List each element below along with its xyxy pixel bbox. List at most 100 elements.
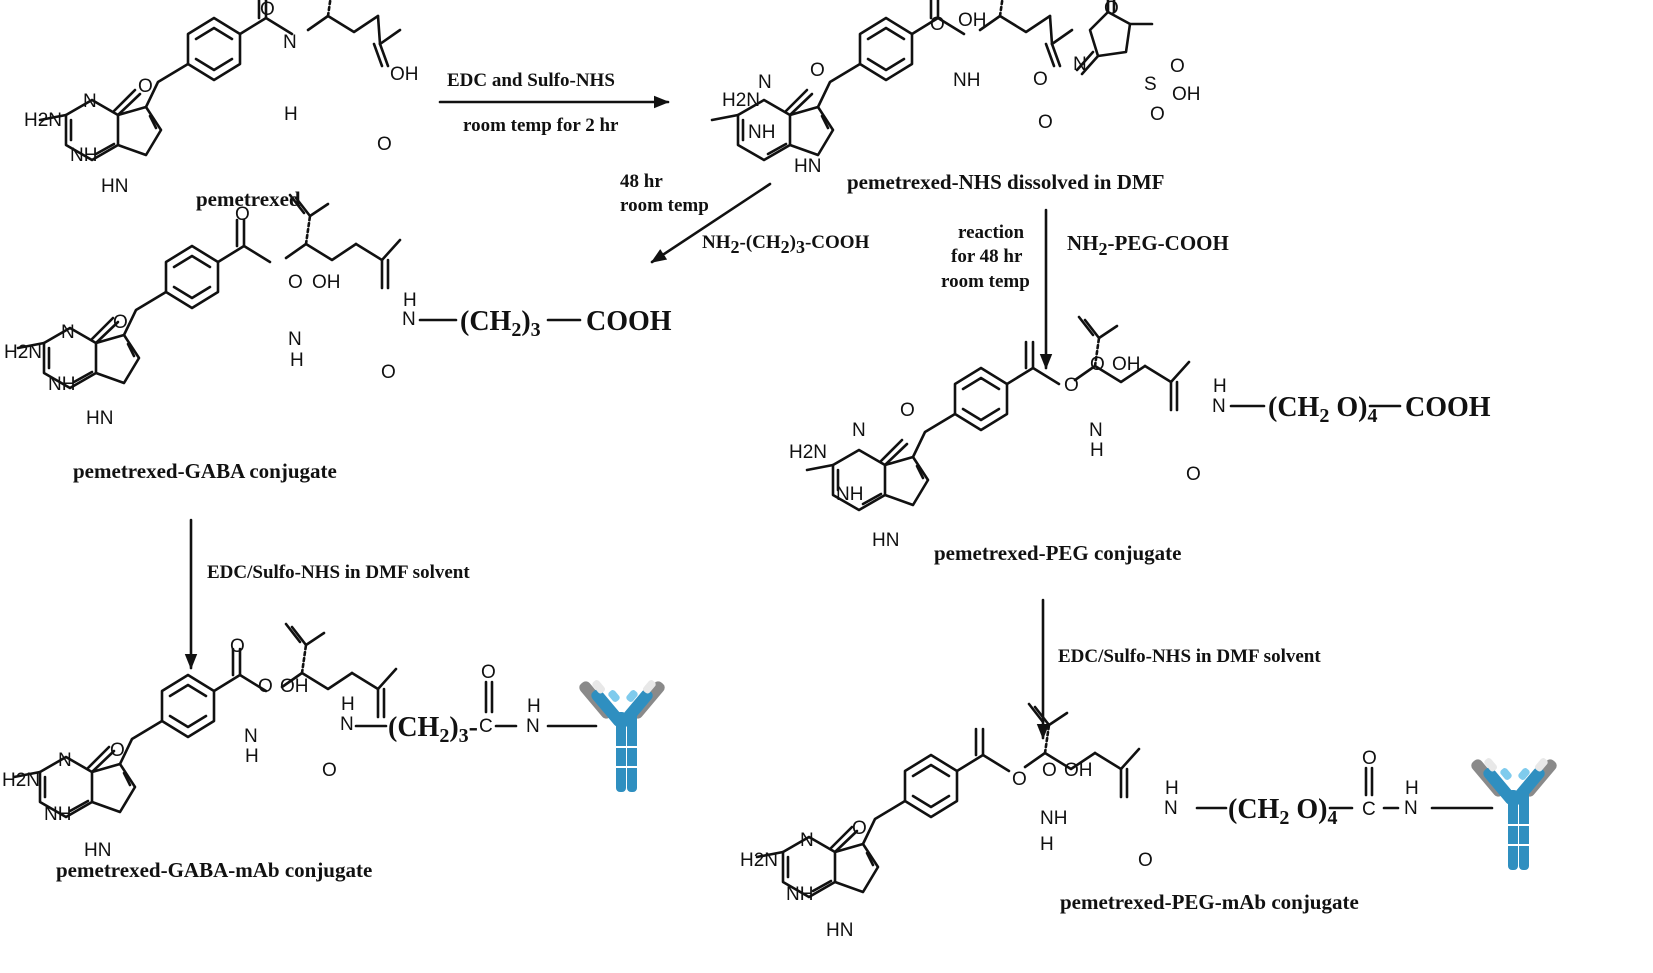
gaba-chain: (CH2)3 (460, 306, 541, 341)
o-label: O (1138, 850, 1153, 871)
o-label: O (1090, 354, 1105, 375)
n-label: N (402, 309, 416, 330)
o-label: O (113, 312, 128, 333)
nhs-atoms: H2N N NH HN O O NH OH O N O O S O OH O (722, 0, 1201, 177)
h-label: H (403, 290, 417, 311)
h-label: H (1405, 778, 1419, 799)
nh-label: NH (953, 70, 980, 91)
step5-condition: EDC/Sulfo-NHS in DMF solvent (1058, 646, 1321, 667)
step1-condition: room temp for 2 hr (463, 115, 619, 136)
o-label: O (852, 818, 867, 839)
gaba-mab-atoms: H2N N NH HN O O N H O OH O N H O N H (2, 636, 541, 861)
c-label: C (479, 716, 493, 737)
n-label: N (1089, 420, 1103, 441)
h-label: H (245, 746, 259, 767)
n-label: N (1073, 54, 1087, 75)
nh-label: NH (70, 145, 97, 166)
hn-label: HN (86, 408, 113, 429)
o-label: O (322, 760, 337, 781)
o-label: O (377, 134, 392, 155)
n-label: N (244, 726, 258, 747)
peg-mab-atoms: H2N N NH HN O O NH H O OH O N H O C N H (740, 748, 1419, 941)
antibody-stem (1506, 790, 1531, 870)
pemetrexed-gaba-structure (16, 193, 402, 390)
peg-chain: (CH2 O)4 (1268, 392, 1377, 427)
peg-label: pemetrexed-PEG conjugate (934, 541, 1181, 565)
o-label: O (260, 0, 275, 20)
gaba-mab-label: pemetrexed-GABA-mAb conjugate (56, 858, 372, 882)
h-label: H (290, 350, 304, 371)
step3-line3: room temp (941, 271, 1030, 292)
o-label: O (810, 60, 825, 81)
o-label: O (930, 14, 945, 35)
o-label: O (900, 400, 915, 421)
oh-label: OH (958, 10, 987, 31)
step3-line2: for 48 hr (951, 246, 1023, 267)
oh-label: OH (280, 676, 309, 697)
amine-label: H2N (789, 442, 827, 463)
o-label: O (1064, 375, 1079, 396)
s-label: S (1144, 74, 1157, 95)
n-label: N (526, 716, 540, 737)
oh-label: OH (390, 64, 419, 85)
n-label: N (340, 714, 354, 735)
n-label: N (83, 91, 97, 112)
amine-label: H2N (4, 342, 42, 363)
o-label: O (138, 76, 153, 97)
peg-atoms: H2N N NH HN O O N H O OH O N H (789, 354, 1227, 551)
gaba-atoms: H2N N NH HN O O N H O OH O N H (4, 204, 417, 429)
gaba-cooh: COOH (586, 306, 672, 337)
o-label: O (230, 636, 245, 657)
o-label: O (481, 662, 496, 683)
h-label: H (1213, 376, 1227, 397)
hn-label: HN (794, 156, 821, 177)
o-label: O (258, 676, 273, 697)
step2-arrow (650, 182, 772, 264)
o-label: O (1362, 748, 1377, 769)
h-label: H (1090, 440, 1104, 461)
antibody-stem (614, 712, 639, 792)
hn-label: HN (84, 840, 111, 861)
o-label: O (1186, 464, 1201, 485)
n-label: N (1212, 396, 1226, 417)
o-label: O (1042, 760, 1057, 781)
antibody-icon (1471, 758, 1557, 870)
nh-label: NH (1040, 808, 1067, 829)
nhs-label: pemetrexed-NHS dissolved in DMF (847, 170, 1165, 194)
o-label: O (1150, 104, 1165, 125)
step3-line1: reaction (958, 222, 1025, 243)
peg-mab-chain: (CH2 O)4 (1228, 794, 1337, 829)
h-label: H (527, 696, 541, 717)
h-label: H (1165, 778, 1179, 799)
o-label: O (1170, 56, 1185, 77)
o-label: O (1012, 769, 1027, 790)
gaba-label: pemetrexed-GABA conjugate (73, 459, 337, 483)
o-label: O (1104, 0, 1119, 19)
amine-label: H2N (24, 110, 62, 131)
oh-label: OH (1064, 760, 1093, 781)
pemetrexed-peg-structure (805, 315, 1191, 512)
gaba-mab-chain: (CH2)3- (388, 712, 478, 747)
nh-label: NH (748, 122, 775, 143)
o-label: O (288, 272, 303, 293)
oh-label: OH (307, 0, 336, 5)
n-label: N (1404, 798, 1418, 819)
pemetrexed-label: pemetrexed (196, 187, 301, 211)
hn-label: HN (872, 530, 899, 551)
n-label: N (758, 72, 772, 93)
oh-label: OH (1172, 84, 1201, 105)
gaba-mab-structure (12, 622, 398, 819)
step2-temp: room temp (620, 195, 709, 216)
nh-label: NH (44, 804, 71, 825)
nh-label: NH (836, 484, 863, 505)
h-label: H (1040, 834, 1054, 855)
hn-label: HN (826, 920, 853, 941)
amine-label: H2N (740, 850, 778, 871)
h-label: H (341, 694, 355, 715)
n-label: N (58, 750, 72, 771)
n-label: N (852, 420, 866, 441)
n-label: N (1164, 798, 1178, 819)
oh-label: OH (312, 272, 341, 293)
amine-label: H2N (2, 770, 40, 791)
